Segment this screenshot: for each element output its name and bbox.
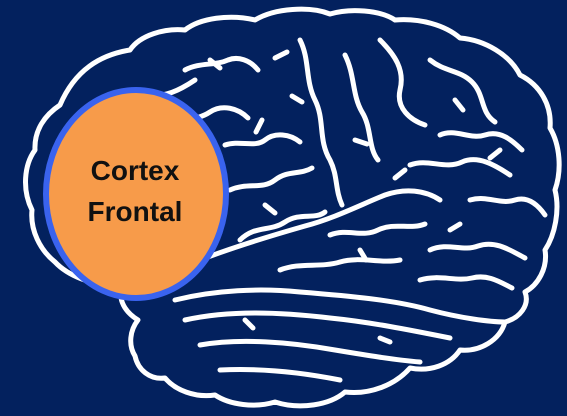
sulcus-mark xyxy=(292,96,302,102)
cerebellum-fold-1 xyxy=(185,313,450,338)
sulcus-mark xyxy=(245,320,253,328)
region-label-line1: Cortex xyxy=(48,150,222,191)
gyrus-line xyxy=(225,135,300,145)
central-sulcus xyxy=(300,40,342,205)
sulcus-mark xyxy=(450,224,460,230)
gyrus-line xyxy=(330,224,425,235)
gyrus-line xyxy=(440,133,522,150)
sulcus-mark xyxy=(395,170,405,178)
gyrus-line xyxy=(380,40,425,125)
sulcus-mark xyxy=(275,52,287,58)
region-label-line2: Frontal xyxy=(48,191,222,232)
gyrus-line xyxy=(430,244,525,258)
gyrus-line xyxy=(410,160,510,175)
gyrus-line xyxy=(230,168,312,190)
sulcus-mark xyxy=(355,140,367,144)
gyrus-line xyxy=(430,60,495,122)
sulcus-mark xyxy=(490,150,500,158)
sulcus-mark xyxy=(380,338,390,342)
gyrus-line xyxy=(470,199,545,215)
gyrus-line xyxy=(420,277,512,288)
gyrus-line xyxy=(280,260,400,270)
sulcus-mark xyxy=(455,100,463,110)
sulcus-mark xyxy=(265,205,275,213)
cerebellum-fold-3 xyxy=(220,369,340,380)
sulcus-mark xyxy=(256,120,262,132)
region-label: Cortex Frontal xyxy=(48,150,222,232)
cerebellum-fold-2 xyxy=(200,341,420,362)
